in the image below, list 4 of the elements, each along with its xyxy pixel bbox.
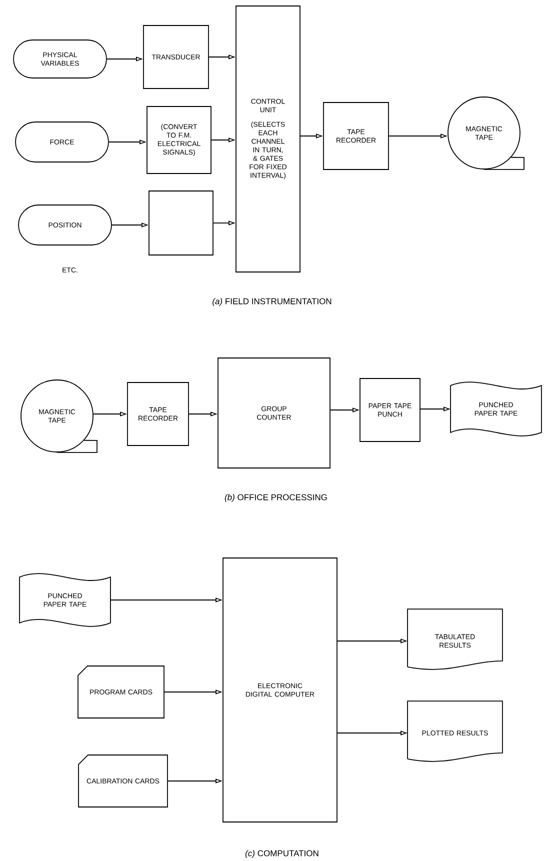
process-box [148,190,214,256]
caption: (b) OFFICE PROCESSING [224,494,327,502]
caption: (c) COMPUTATION [245,850,318,858]
caption: (a) FIELD INSTRUMENTATION [212,298,332,306]
